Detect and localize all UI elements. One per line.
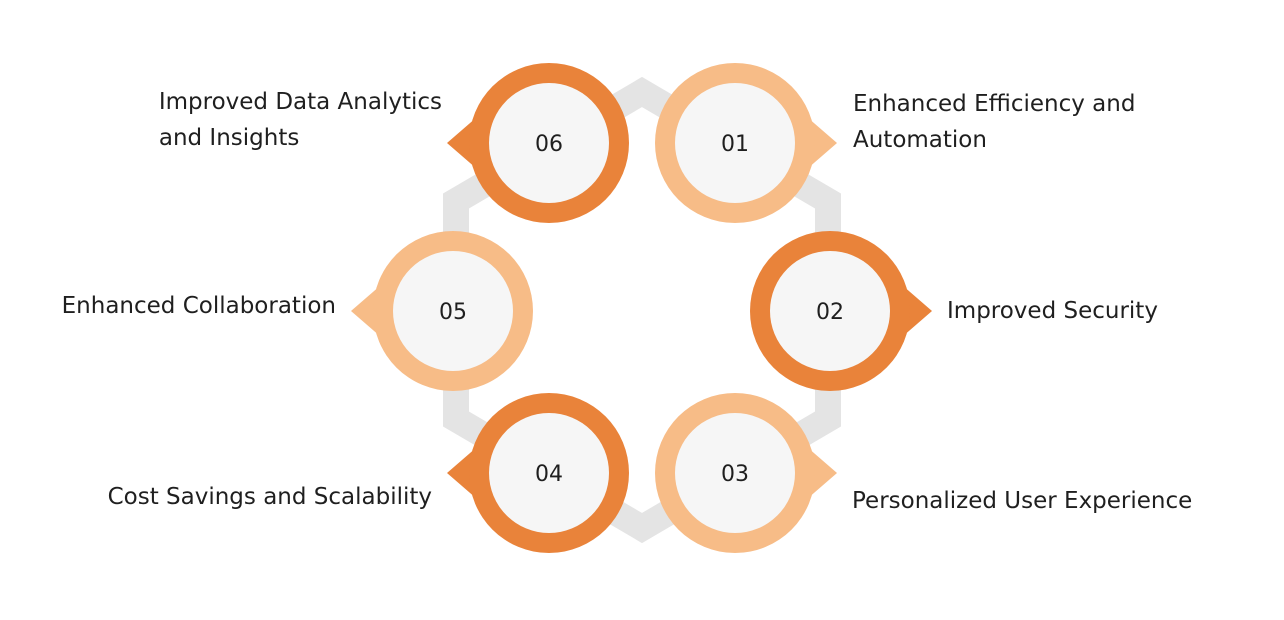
- step-number: 01: [721, 132, 749, 157]
- step-number: 04: [535, 462, 563, 487]
- step-inner-circle: [489, 413, 609, 533]
- step-03: 03: [655, 393, 837, 553]
- pointer-arrow: [807, 117, 837, 169]
- pointer-arrow: [902, 285, 932, 337]
- step-number: 02: [816, 300, 844, 325]
- step-inner-circle: [393, 251, 513, 371]
- pointer-arrow: [351, 285, 381, 337]
- pointer-arrow: [447, 117, 477, 169]
- step-inner-circle: [675, 413, 795, 533]
- step-label-line: and Insights: [158, 125, 300, 151]
- step-inner-circle: [489, 83, 609, 203]
- step-label-line: Enhanced Collaboration: [61, 293, 336, 319]
- pointer-arrow: [807, 447, 837, 499]
- step-05: 05: [351, 231, 533, 391]
- step-01: 01: [655, 63, 837, 223]
- step-inner-circle: [770, 251, 890, 371]
- step-label-02: Improved Security: [947, 293, 1158, 329]
- hexagon-band: [443, 76, 841, 544]
- step-number: 06: [535, 132, 563, 157]
- step-label-line: Improved Security: [947, 298, 1158, 324]
- step-label-06: Improved Data Analytics and Insights: [159, 84, 442, 156]
- pointer-arrow: [447, 447, 477, 499]
- step-06: 06: [447, 63, 629, 223]
- step-inner-circle: [675, 83, 795, 203]
- step-label-04: Cost Savings and Scalability: [108, 479, 432, 515]
- step-04: 04: [447, 393, 629, 553]
- step-02: 02: [750, 231, 932, 391]
- step-label-05: Enhanced Collaboration: [62, 288, 336, 324]
- step-number: 03: [721, 462, 749, 487]
- step-label-line: Automation: [853, 127, 987, 153]
- step-label-line: Cost Savings and Scalability: [107, 484, 432, 510]
- step-number: 05: [439, 300, 467, 325]
- step-label-line: Improved Data Analytics: [158, 89, 442, 115]
- step-label-03: Personalized User Experience: [852, 483, 1192, 519]
- step-label-line: Enhanced Efficiency and: [853, 91, 1136, 117]
- step-label-line: Personalized User Experience: [852, 488, 1193, 514]
